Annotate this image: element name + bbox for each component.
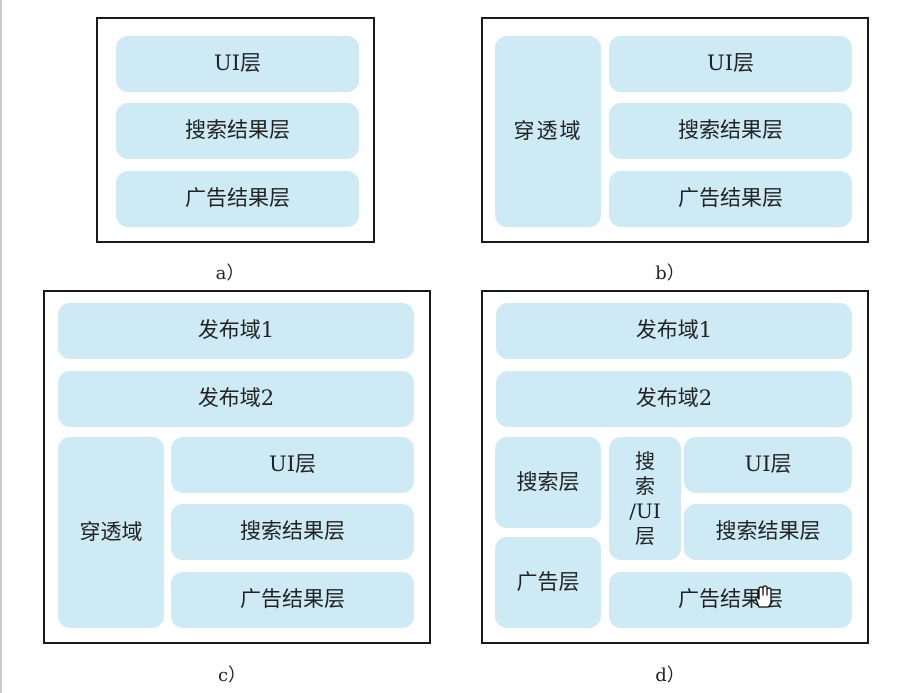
panel-d-frame: 发布域1 发布域2 搜索层 广告层 搜 索 /UI 层 UI层 搜索结果层 广告… bbox=[481, 290, 869, 644]
panel-a-frame: UI层 搜索结果层 广告结果层 bbox=[96, 17, 375, 243]
panel-d-search-result-layer: 搜索结果层 bbox=[684, 504, 852, 560]
panel-a-ad-result-layer: 广告结果层 bbox=[116, 171, 359, 227]
panel-d-ad-layer: 广告层 bbox=[495, 537, 601, 628]
panel-a-caption: a） bbox=[215, 263, 245, 284]
panel-d-ui-layer: UI层 bbox=[684, 437, 852, 493]
left-edge-line bbox=[0, 0, 2, 693]
panel-b-frame: 穿透域 UI层 搜索结果层 广告结果层 bbox=[481, 17, 869, 243]
panel-b-ad-result-layer: 广告结果层 bbox=[609, 171, 852, 227]
panel-a-search-result-layer: 搜索结果层 bbox=[116, 103, 359, 159]
panel-b-caption: b） bbox=[655, 263, 685, 284]
panel-d-ad-result-layer: 广告结果层 bbox=[609, 572, 852, 628]
panel-c-caption: c） bbox=[217, 665, 247, 686]
hand-cursor-icon bbox=[753, 585, 773, 614]
panel-c-ad-result-layer: 广告结果层 bbox=[171, 572, 414, 628]
panel-d-caption: d） bbox=[655, 665, 685, 686]
panel-b-ui-layer: UI层 bbox=[609, 36, 852, 92]
panel-a-ui-layer: UI层 bbox=[116, 36, 359, 92]
panel-c-search-result-layer: 搜索结果层 bbox=[171, 504, 414, 560]
panel-d-search-ui-layer: 搜 索 /UI 层 bbox=[609, 437, 681, 560]
panel-d-publish-domain-1: 发布域1 bbox=[496, 303, 852, 359]
panel-d-publish-domain-2: 发布域2 bbox=[496, 371, 852, 427]
panel-c-pass-domain-label: 穿透域 bbox=[79, 519, 143, 544]
panel-b-search-result-layer: 搜索结果层 bbox=[609, 103, 852, 159]
panel-c-pass-domain: 穿透域 bbox=[58, 437, 164, 628]
panel-b-pass-domain-label: 穿透域 bbox=[513, 118, 583, 143]
panel-c-frame: 发布域1 发布域2 穿透域 UI层 搜索结果层 广告结果层 bbox=[43, 290, 431, 644]
panel-d-search-layer: 搜索层 bbox=[495, 437, 601, 528]
panel-c-publish-domain-1: 发布域1 bbox=[58, 303, 414, 359]
panel-c-publish-domain-2: 发布域2 bbox=[58, 371, 414, 427]
panel-c-ui-layer: UI层 bbox=[171, 437, 414, 493]
panel-b-pass-domain: 穿透域 bbox=[495, 36, 601, 227]
